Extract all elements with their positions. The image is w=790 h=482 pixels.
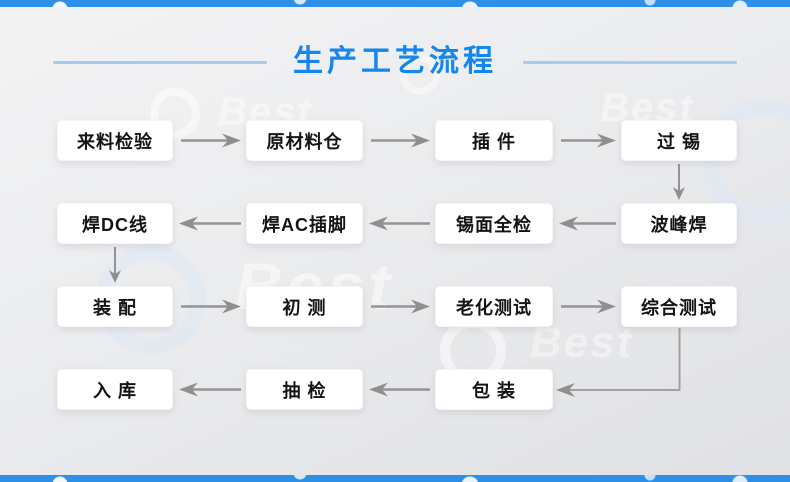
flow-step-box: 焊DC线: [57, 203, 173, 244]
flow-step-box: 抽 检: [246, 369, 363, 410]
flow-step-box: 包 装: [435, 369, 553, 410]
flow-step-box: 综合测试: [621, 286, 737, 327]
flow-step-box: 波峰焊: [621, 203, 737, 244]
bottom-edge-bar: [0, 475, 790, 482]
flow-step-box: 插 件: [435, 120, 553, 161]
flow-step-box: 老化测试: [435, 286, 553, 327]
flow-step-box: 焊AC插脚: [246, 203, 363, 244]
title-block: 生产工艺流程: [0, 40, 790, 86]
title-divider-right: [523, 61, 737, 64]
page-title: 生产工艺流程: [293, 45, 497, 78]
flow-step-box: 过 锡: [621, 120, 737, 161]
top-edge-bar: [0, 0, 790, 7]
flow-step-box: 原材料仓: [246, 120, 363, 161]
title-divider-left: [53, 61, 267, 64]
flow-step-box: 入 库: [57, 369, 173, 410]
flow-step-box: 初 测: [246, 286, 363, 327]
flow-step-box: 锡面全检: [435, 203, 553, 244]
flow-step-box: 装 配: [57, 286, 173, 327]
flow-step-box: 来料检验: [57, 120, 173, 161]
